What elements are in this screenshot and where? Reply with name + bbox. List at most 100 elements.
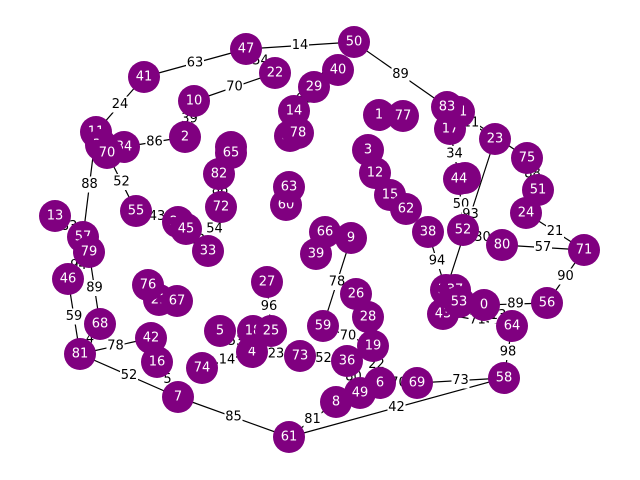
node-label: 0 bbox=[480, 298, 488, 313]
node-circle bbox=[255, 315, 287, 347]
edge-label-background bbox=[499, 344, 517, 360]
edge-weight-label: 23 bbox=[268, 347, 285, 362]
node-circle bbox=[186, 352, 218, 384]
node-73: 73 bbox=[284, 340, 316, 372]
node-53: 53 bbox=[443, 286, 475, 318]
edge-label-background bbox=[65, 308, 83, 325]
node-label: 50 bbox=[346, 35, 363, 50]
node-circle bbox=[91, 137, 123, 169]
node-label: 75 bbox=[519, 151, 536, 166]
edge-label-background bbox=[445, 146, 464, 162]
node-circle bbox=[357, 330, 389, 362]
node-label: 9 bbox=[347, 231, 355, 246]
node-label: 13 bbox=[47, 209, 64, 224]
node-label: 26 bbox=[348, 287, 365, 302]
edge-label-background bbox=[186, 55, 204, 71]
node-circle bbox=[178, 85, 210, 117]
edge-label-background bbox=[314, 350, 333, 367]
edge-label-background bbox=[339, 328, 357, 344]
node-label: 4 bbox=[248, 345, 256, 360]
node-label: 10 bbox=[186, 94, 203, 109]
node-label: 23 bbox=[487, 132, 504, 147]
node-19: 19 bbox=[357, 330, 389, 362]
node-circle bbox=[162, 381, 194, 413]
node-76: 76 bbox=[132, 269, 164, 301]
node-label: 72 bbox=[213, 200, 230, 215]
node-label: 24 bbox=[518, 206, 535, 221]
node-label: 51 bbox=[530, 183, 547, 198]
edge-weight-label: 4 bbox=[86, 332, 94, 347]
node-circle bbox=[412, 216, 444, 248]
node-16: 16 bbox=[141, 346, 173, 378]
node-label: 59 bbox=[315, 319, 332, 334]
node-circle bbox=[522, 174, 554, 206]
node-circle bbox=[192, 235, 224, 267]
node-label: 39 bbox=[308, 247, 325, 262]
node-75: 75 bbox=[511, 142, 543, 174]
node-label: 3 bbox=[364, 143, 372, 158]
edge-weight-label: 88 bbox=[81, 177, 98, 192]
edge-weight-label: 52 bbox=[121, 368, 138, 383]
edge-label-background bbox=[84, 331, 96, 347]
edge-weight-label: 81 bbox=[304, 412, 321, 427]
edge-weight-label: 98 bbox=[500, 345, 517, 360]
node-label: 8 bbox=[332, 395, 340, 410]
node-66: 66 bbox=[309, 216, 341, 248]
node-7: 7 bbox=[162, 381, 194, 413]
node-circle bbox=[132, 269, 164, 301]
edge-weight-label: 86 bbox=[146, 135, 163, 150]
node-label: 71 bbox=[576, 243, 593, 258]
node-circle bbox=[169, 121, 201, 153]
edge-weight-label: 70 bbox=[226, 80, 243, 95]
node-circle bbox=[135, 322, 167, 354]
nodes-layer: 0123456789101112131415161718192021222324… bbox=[39, 26, 600, 453]
node-label: 76 bbox=[140, 278, 157, 293]
node-78: 78 bbox=[282, 117, 314, 149]
node-38: 38 bbox=[412, 216, 444, 248]
node-49: 49 bbox=[344, 377, 376, 409]
edge-label-background bbox=[225, 79, 244, 95]
edge-label-background bbox=[80, 176, 99, 193]
edge-label-background bbox=[328, 274, 346, 290]
node-circle bbox=[568, 234, 600, 266]
node-25: 25 bbox=[255, 315, 287, 347]
node-label: 58 bbox=[496, 371, 513, 386]
node-circle bbox=[284, 340, 316, 372]
node-circle bbox=[322, 54, 354, 86]
node-circle bbox=[259, 57, 291, 89]
edge-weight-label: 89 bbox=[392, 67, 409, 82]
node-circle bbox=[203, 158, 235, 190]
node-61: 61 bbox=[273, 421, 305, 453]
node-label: 42 bbox=[143, 331, 160, 346]
node-47: 47 bbox=[230, 33, 262, 65]
node-circle bbox=[488, 362, 520, 394]
node-label: 36 bbox=[339, 354, 356, 369]
node-circle bbox=[344, 377, 376, 409]
node-70: 70 bbox=[91, 137, 123, 169]
node-label: 82 bbox=[211, 167, 228, 182]
node-label: 29 bbox=[306, 80, 323, 95]
node-44: 44 bbox=[443, 163, 475, 195]
node-circle bbox=[141, 346, 173, 378]
node-label: 22 bbox=[267, 66, 284, 81]
node-circle bbox=[204, 315, 236, 347]
node-label: 66 bbox=[317, 225, 334, 240]
edge-label-background bbox=[218, 352, 236, 368]
node-33: 33 bbox=[192, 235, 224, 267]
node-label: 40 bbox=[330, 63, 347, 78]
node-circle bbox=[298, 71, 330, 103]
node-23: 23 bbox=[479, 123, 511, 155]
node-label: 53 bbox=[451, 295, 468, 310]
node-81: 81 bbox=[64, 338, 96, 370]
edge-label-background bbox=[534, 239, 552, 256]
node-77: 77 bbox=[387, 100, 419, 132]
node-64: 64 bbox=[496, 310, 528, 342]
node-circle bbox=[128, 61, 160, 93]
node-label: 12 bbox=[367, 166, 384, 181]
edge-label-background bbox=[387, 399, 406, 416]
edge-weight-label: 34 bbox=[446, 147, 463, 162]
node-circle bbox=[320, 386, 352, 418]
edge-weight-label: 14 bbox=[292, 38, 309, 53]
node-label: 81 bbox=[72, 347, 89, 362]
